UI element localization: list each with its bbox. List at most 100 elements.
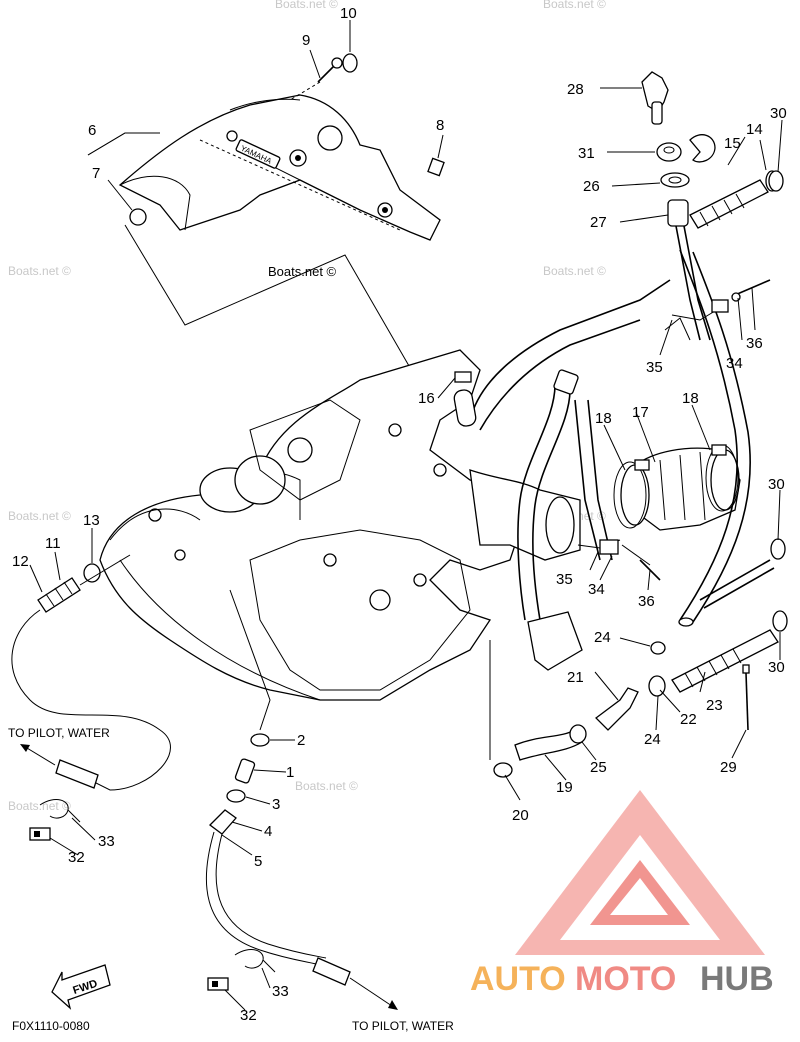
- o-ring: [129, 208, 147, 226]
- nut: [656, 142, 682, 162]
- part-label-34b: 34: [588, 581, 605, 598]
- part-label-31: 31: [578, 145, 595, 162]
- figure-code: F0X1110-0080: [12, 1019, 90, 1033]
- cable-stopper: [207, 977, 229, 991]
- cable-tie: [742, 664, 750, 731]
- water-hose: [532, 389, 571, 621]
- hose-fitting: [234, 758, 256, 784]
- part-label-29: 29: [720, 759, 737, 776]
- hose-clip: [39, 799, 81, 823]
- grommet: [427, 157, 445, 177]
- water-tube: [479, 319, 641, 431]
- watermark-text: Boats.net ©: [543, 0, 606, 11]
- hose-clamp: [613, 459, 650, 529]
- water-hose: [703, 567, 775, 609]
- water-lock-box: [527, 611, 583, 671]
- part-label-7: 7: [92, 165, 100, 182]
- leader-line: [229, 589, 271, 731]
- part-label-25: 25: [590, 759, 607, 776]
- hose-clamp: [772, 610, 788, 632]
- hose-clamp: [770, 538, 786, 560]
- part-label-20: 20: [512, 807, 529, 824]
- leader-lines: [29, 20, 783, 1011]
- part-label-27: 27: [590, 214, 607, 231]
- part-label-35a: 35: [646, 359, 663, 376]
- part-label-8: 8: [436, 117, 444, 134]
- part-label-18b: 18: [682, 390, 699, 407]
- hose-clamp: [553, 369, 579, 395]
- part-label-33a: 33: [98, 833, 115, 850]
- part-label-22: 22: [680, 711, 697, 728]
- part-label-11: 11: [45, 535, 61, 552]
- watermark-text: Boats.net ©: [275, 0, 338, 11]
- filler-cap: [641, 71, 669, 125]
- hose-clamp: [768, 170, 784, 192]
- hose-adapter: [595, 687, 639, 731]
- hose-clamp: [705, 444, 739, 512]
- part-label-19: 19: [556, 779, 573, 796]
- logo-auto: AUTO: [470, 960, 566, 998]
- watermark-text: Boats.net ©: [543, 264, 606, 278]
- bolt: [289, 57, 343, 101]
- watermark-text: Boats.net ©: [268, 264, 337, 279]
- logo-hub: HUB: [700, 960, 774, 998]
- leader-line: [124, 224, 421, 386]
- part-label-23: 23: [706, 697, 723, 714]
- part-label-36a: 36: [746, 335, 763, 352]
- pilot-water-hose: [205, 831, 321, 966]
- part-label-32b: 32: [240, 1007, 257, 1024]
- exhaust-cover: YAMAHA: [118, 94, 441, 241]
- fwd-arrow-icon: FWD: [51, 964, 111, 1010]
- logo-moto: MOTO: [575, 960, 676, 998]
- water-tube: [469, 279, 671, 421]
- part-label-9: 9: [302, 32, 310, 49]
- part-label-30a: 30: [770, 105, 787, 122]
- part-labels: 1 2 3 4 5 6 7 8 9 10 11 12 13 14 15 16 1…: [12, 5, 787, 1024]
- cable-stopper: [29, 827, 51, 841]
- hose-clamp: [689, 134, 716, 163]
- part-label-10: 10: [340, 5, 357, 22]
- pilot-water-hose: [11, 609, 171, 791]
- part-label-14: 14: [746, 121, 763, 138]
- watermark-text: Boats.net ©: [8, 509, 71, 523]
- part-label-24b: 24: [644, 731, 661, 748]
- cable-tie: [577, 539, 661, 581]
- watermark-text: Boats.net ©: [295, 779, 358, 793]
- washer: [660, 172, 690, 188]
- leader-line: [79, 554, 131, 586]
- corrugated-hose: [209, 809, 237, 835]
- part-label-21: 21: [567, 669, 584, 686]
- hose-end: [20, 744, 99, 789]
- hose-nipple: [667, 199, 711, 341]
- drain-hose: [679, 249, 738, 621]
- hose-clamp: [650, 641, 666, 655]
- automotohub-logo: AUTO MOTO HUB: [470, 790, 774, 998]
- leader-line: [87, 132, 126, 156]
- exhaust-hose: [620, 447, 741, 531]
- hose-clamp: [493, 762, 513, 778]
- water-hose: [574, 399, 601, 561]
- part-label-4: 4: [264, 823, 272, 840]
- watermark-text: Boats.net ©: [8, 264, 71, 278]
- corrugated-hose: [671, 629, 779, 693]
- hose-clamp: [569, 724, 587, 744]
- hose-clamp: [250, 733, 270, 747]
- part-label-35b: 35: [556, 571, 573, 588]
- hose-end: [312, 957, 398, 1010]
- water-hose: [517, 384, 556, 621]
- part-label-17: 17: [632, 404, 649, 421]
- part-label-6: 6: [88, 122, 96, 139]
- part-label-13: 13: [83, 512, 100, 529]
- pilot-water-caption: TO PILOT, WATER: [352, 1019, 454, 1033]
- part-label-2: 2: [297, 732, 305, 749]
- corrugated-hose: [37, 577, 81, 613]
- part-label-12: 12: [12, 553, 29, 570]
- water-hose: [699, 559, 771, 601]
- vent-hose: [689, 170, 779, 229]
- part-label-1: 1: [286, 764, 294, 781]
- pilot-water-caption: TO PILOT, WATER: [8, 726, 110, 740]
- part-label-32a: 32: [68, 849, 85, 866]
- hose-clip: [234, 949, 276, 973]
- leader-line: [87, 132, 160, 156]
